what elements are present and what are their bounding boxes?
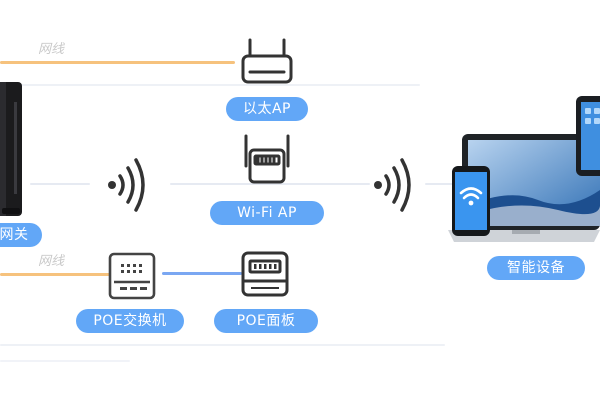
cable-bottom-faint: [0, 344, 445, 346]
ethernet-ap-icon: [240, 38, 294, 88]
smart-devices-label: 智能设备: [487, 256, 585, 280]
poe-panel-label: POE面板: [214, 309, 318, 333]
cable-bottom-faint-2: [0, 360, 130, 362]
cable-poe: [162, 272, 242, 275]
wireless-signal-icon: [102, 150, 162, 220]
tablet-icon: [576, 96, 600, 178]
ethernet-ap-label: 以太AP: [226, 97, 308, 121]
poe-switch-label: POE交换机: [76, 309, 184, 333]
cable-top-faint: [0, 84, 420, 86]
wifi-ap-icon: [240, 134, 294, 186]
cable-label-top: 网线: [38, 42, 65, 57]
router-icon: [0, 78, 24, 218]
cable-top: [0, 61, 235, 64]
wireless-signal-icon-right: [368, 150, 428, 220]
cable-bottom: [0, 273, 110, 276]
cable-middle-center: [170, 183, 370, 185]
phone-icon: [452, 166, 492, 238]
gateway-label: 网关: [0, 223, 42, 247]
cable-middle-left: [30, 183, 90, 185]
wifi-ap-label: Wi-Fi AP: [210, 201, 324, 225]
poe-switch-icon: [108, 252, 156, 300]
poe-panel-icon: [241, 251, 289, 297]
cable-label-bottom: 网线: [38, 254, 65, 269]
cable-middle-right: [425, 183, 460, 185]
